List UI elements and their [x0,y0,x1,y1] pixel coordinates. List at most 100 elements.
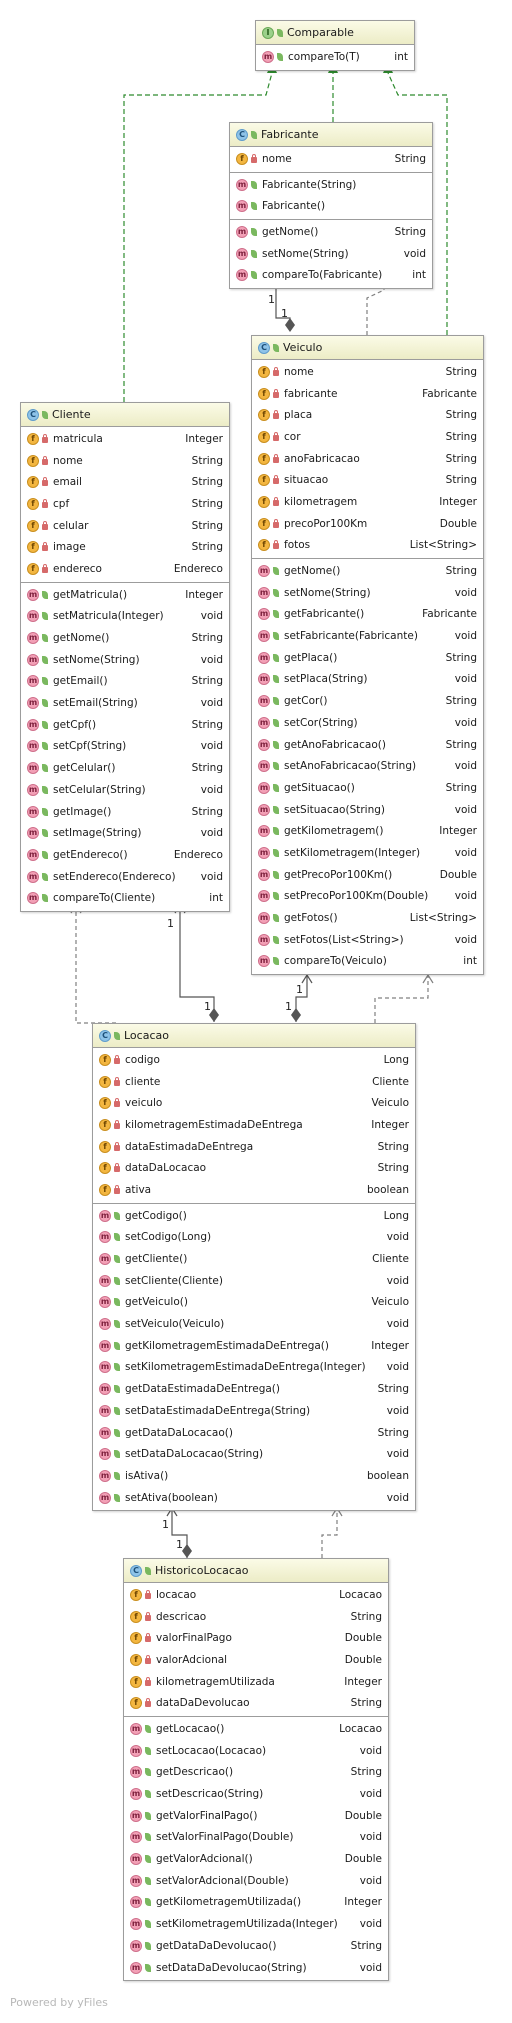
class-cliente[interactable]: CClientefmatriculaIntegerfnomeStringfema… [20,402,230,913]
method-row[interactable]: msetDataEstimadaDeEntrega(String)void [93,1400,415,1422]
class-fabricante[interactable]: CFabricantefnomeString mFabricante(String… [229,122,433,290]
class-header[interactable]: CFabricante [230,123,432,147]
method-row[interactable]: mgetNome()String [230,221,432,243]
method-row[interactable]: mgetMatricula()Integer [21,584,229,606]
attribute-row[interactable]: fprecoPor100KmDouble [252,513,483,535]
class-header[interactable]: CVeiculo [252,336,483,360]
method-row[interactable]: mgetPlaca()String [252,647,483,669]
attribute-row[interactable]: fenderecoEndereco [21,558,229,580]
method-row[interactable]: mgetCor()String [252,690,483,712]
class-historicolocacao[interactable]: CHistoricoLocacaoflocacaoLocacaofdescric… [123,1558,389,1982]
class-comparable[interactable]: IComparablemcompareTo(T)int [255,20,415,71]
attribute-row[interactable]: ffabricanteFabricante [252,383,483,405]
method-row[interactable]: mgetFabricante()Fabricante [252,604,483,626]
method-row[interactable]: msetCliente(Cliente)void [93,1270,415,1292]
attribute-row[interactable]: fcodigoLong [93,1049,415,1071]
method-row[interactable]: msetImage(String)void [21,822,229,844]
method-row[interactable]: msetMatricula(Integer)void [21,606,229,628]
method-row[interactable]: msetVeiculo(Veiculo)void [93,1313,415,1335]
attribute-row[interactable]: fvalorAdcionalDouble [124,1649,388,1671]
method-row[interactable]: mFabricante() [230,195,432,217]
method-row[interactable]: misAtiva()boolean [93,1465,415,1487]
attribute-row[interactable]: fsituacaoString [252,469,483,491]
attribute-row[interactable]: fanoFabricacaoString [252,448,483,470]
method-row[interactable]: mgetKilometragemEstimadaDeEntrega()Integ… [93,1335,415,1357]
method-row[interactable]: msetEmail(String)void [21,692,229,714]
method-row[interactable]: mFabricante(String) [230,174,432,196]
method-row[interactable]: msetPrecoPor100Km(Double)void [252,886,483,908]
method-row[interactable]: mgetKilometragem()Integer [252,820,483,842]
attribute-row[interactable]: fcorString [252,426,483,448]
method-row[interactable]: mgetDataDaDevolucao()String [124,1935,388,1957]
method-row[interactable]: msetAnoFabricacao(String)void [252,755,483,777]
method-row[interactable]: msetSituacao(String)void [252,799,483,821]
method-row[interactable]: mgetPrecoPor100Km()Double [252,864,483,886]
method-row[interactable]: msetAtiva(boolean)void [93,1487,415,1509]
attribute-row[interactable]: fcelularString [21,515,229,537]
class-header[interactable]: CCliente [21,403,229,427]
class-locacao[interactable]: CLocacaofcodigoLongfclienteClientefveicu… [92,1023,416,1512]
method-row[interactable]: mgetKilometragemUtilizada()Integer [124,1892,388,1914]
attribute-row[interactable]: flocacaoLocacao [124,1584,388,1606]
attribute-row[interactable]: fvalorFinalPagoDouble [124,1627,388,1649]
method-row[interactable]: msetDescricao(String)void [124,1783,388,1805]
method-row[interactable]: mgetEndereco()Endereco [21,844,229,866]
attribute-row[interactable]: fdataEstimadaDeEntregaString [93,1136,415,1158]
method-row[interactable]: msetLocacao(Locacao)void [124,1740,388,1762]
method-row[interactable]: mgetValorFinalPago()Double [124,1805,388,1827]
method-row[interactable]: msetKilometragem(Integer)void [252,842,483,864]
method-row[interactable]: mgetDataEstimadaDeEntrega()String [93,1378,415,1400]
method-row[interactable]: mgetCpf()String [21,714,229,736]
method-row[interactable]: mgetSituacao()String [252,777,483,799]
method-row[interactable]: msetNome(String)void [21,649,229,671]
attribute-row[interactable]: fcpfString [21,493,229,515]
method-row[interactable]: msetFabricante(Fabricante)void [252,625,483,647]
method-row[interactable]: msetPlaca(String)void [252,669,483,691]
method-row[interactable]: mgetCodigo()Long [93,1205,415,1227]
attribute-row[interactable]: fdataDaLocacaoString [93,1157,415,1179]
method-row[interactable]: msetKilometragemEstimadaDeEntrega(Intege… [93,1357,415,1379]
method-row[interactable]: mcompareTo(T)int [256,46,414,68]
method-row[interactable]: mgetDataDaLocacao()String [93,1422,415,1444]
method-row[interactable]: msetFotos(List<String>)void [252,929,483,951]
method-row[interactable]: mgetCliente()Cliente [93,1248,415,1270]
method-row[interactable]: msetNome(String)void [252,582,483,604]
attribute-row[interactable]: fnomeString [252,361,483,383]
attribute-row[interactable]: fkilometragemUtilizadaInteger [124,1671,388,1693]
method-row[interactable]: msetCodigo(Long)void [93,1227,415,1249]
method-row[interactable]: mgetEmail()String [21,671,229,693]
method-row[interactable]: msetDataDaDevolucao(String)void [124,1957,388,1979]
method-row[interactable]: mgetFotos()List<String> [252,907,483,929]
method-row[interactable]: mgetNome()String [21,627,229,649]
method-row[interactable]: msetValorAdcional(Double)void [124,1870,388,1892]
method-row[interactable]: mgetNome()String [252,560,483,582]
attribute-row[interactable]: fimageString [21,536,229,558]
method-row[interactable]: msetNome(String)void [230,243,432,265]
class-header[interactable]: CHistoricoLocacao [124,1559,388,1583]
attribute-row[interactable]: fnomeString [21,450,229,472]
attribute-row[interactable]: femailString [21,471,229,493]
method-row[interactable]: mcompareTo(Cliente)int [21,887,229,909]
attribute-row[interactable]: ffotosList<String> [252,535,483,557]
method-row[interactable]: mgetValorAdcional()Double [124,1848,388,1870]
attribute-row[interactable]: fkilometragemEstimadaDeEntregaInteger [93,1114,415,1136]
attribute-row[interactable]: fplacaString [252,404,483,426]
method-row[interactable]: mcompareTo(Veiculo)int [252,951,483,973]
attribute-row[interactable]: fnomeString [230,148,432,170]
method-row[interactable]: msetCpf(String)void [21,736,229,758]
attribute-row[interactable]: fmatriculaInteger [21,428,229,450]
attribute-row[interactable]: fkilometragemInteger [252,491,483,513]
method-row[interactable]: msetEndereco(Endereco)void [21,866,229,888]
method-row[interactable]: mgetImage()String [21,801,229,823]
attribute-row[interactable]: fveiculoVeiculo [93,1092,415,1114]
class-veiculo[interactable]: CVeiculofnomeStringffabricanteFabricante… [251,335,484,976]
method-row[interactable]: mgetVeiculo()Veiculo [93,1292,415,1314]
attribute-row[interactable]: fativaboolean [93,1179,415,1201]
attribute-row[interactable]: fclienteCliente [93,1071,415,1093]
attribute-row[interactable]: fdataDaDevolucaoString [124,1692,388,1714]
method-row[interactable]: msetDataDaLocacao(String)void [93,1443,415,1465]
method-row[interactable]: msetKilometragemUtilizada(Integer)void [124,1913,388,1935]
attribute-row[interactable]: fdescricaoString [124,1606,388,1628]
method-row[interactable]: msetValorFinalPago(Double)void [124,1827,388,1849]
method-row[interactable]: mgetDescricao()String [124,1762,388,1784]
